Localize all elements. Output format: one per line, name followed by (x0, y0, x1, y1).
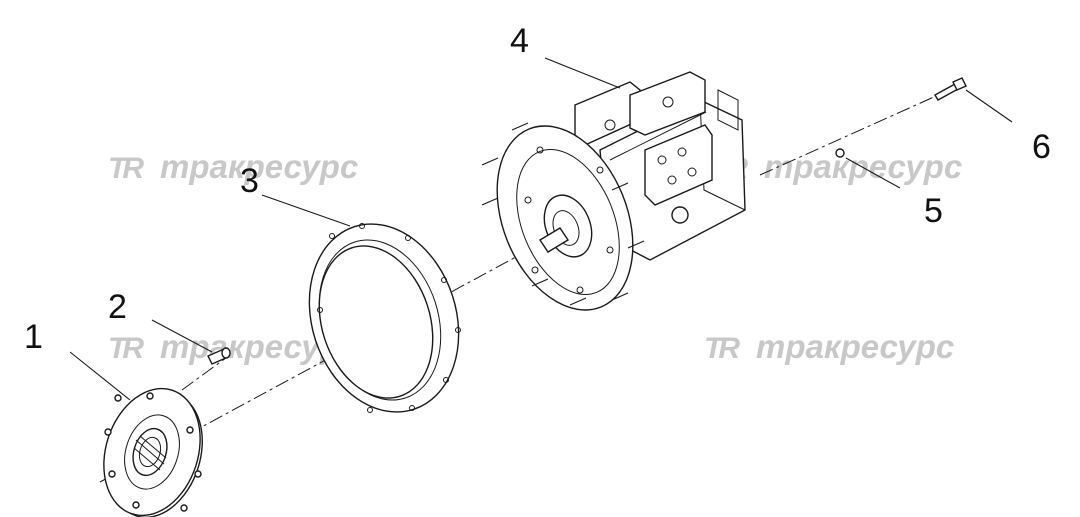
callout-4: 4 (510, 22, 529, 60)
upper-axis (759, 91, 946, 176)
leader-2 (151, 319, 213, 353)
leader-1 (69, 351, 131, 401)
watermark-text: тракресурс (160, 148, 358, 185)
bolt-axis (181, 354, 231, 391)
leader-5 (845, 157, 901, 189)
leader-4 (544, 57, 621, 89)
watermark-4: TR тракресурс (704, 328, 954, 365)
hydraulic-pump (481, 71, 746, 311)
washer (835, 148, 845, 158)
callout-2: 2 (108, 288, 127, 326)
watermark-text: тракресурс (756, 328, 954, 365)
leader-3 (261, 194, 351, 227)
coupling-disc (103, 387, 203, 517)
watermark-text: тракресурс (764, 148, 962, 185)
leader-6 (965, 89, 1013, 123)
callout-6: 6 (1032, 128, 1051, 166)
watermark-logo: TR (704, 332, 740, 365)
watermark-1: TR тракресурс (108, 148, 358, 185)
callout-5: 5 (924, 192, 943, 230)
bolt (207, 347, 231, 365)
callout-1: 1 (24, 318, 43, 356)
watermark-logo: TR (108, 332, 144, 365)
housing-ring (308, 223, 461, 413)
long-bolt (934, 77, 967, 101)
callout-3: 3 (240, 162, 259, 200)
watermark-logo: TR (108, 152, 144, 185)
